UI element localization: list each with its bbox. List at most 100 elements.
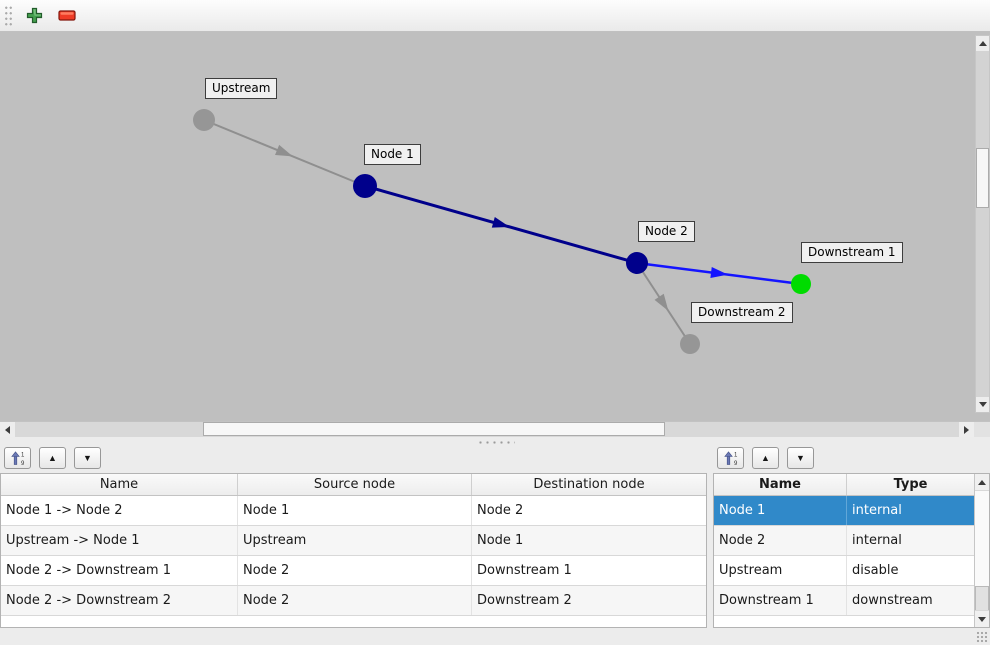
canvas-horizontal-scrollbar[interactable] [0, 421, 990, 437]
splitter-grip-icon [475, 438, 515, 444]
move-up-icon: ▲ [761, 453, 770, 463]
edges-move-down-button[interactable]: ▼ [74, 447, 101, 469]
scroll-up-button[interactable] [976, 36, 989, 51]
window-resize-grip[interactable] [976, 631, 988, 643]
table-row[interactable]: Upstream -> Node 1 Upstream Node 1 [1, 526, 706, 556]
cell-destination[interactable]: Node 2 [477, 503, 524, 518]
edges-panel: 1 9 ▲ ▼ Name Source node Destination nod… [0, 445, 710, 628]
edge-arrow-icon [275, 144, 293, 157]
nodes-sort-button[interactable]: 1 9 [717, 447, 744, 469]
horizontal-scroll-track[interactable] [15, 422, 959, 437]
svg-text:9: 9 [734, 461, 738, 466]
triangle-down-icon [978, 616, 987, 622]
table-row[interactable]: Node 2 internal [714, 526, 975, 556]
scrollbar-corner [974, 422, 990, 437]
cell-name[interactable]: Downstream 1 [714, 586, 847, 615]
svg-text:1: 1 [21, 452, 25, 458]
nodes-panel: 1 9 ▲ ▼ Name Type Node 1 internal Node 2 [710, 445, 990, 628]
svg-text:1: 1 [734, 452, 738, 458]
graph-node-upstream[interactable] [193, 109, 215, 131]
cell-name[interactable]: Node 2 [714, 526, 847, 555]
svg-text:9: 9 [21, 461, 25, 466]
sort-ascending-icon: 1 9 [723, 450, 738, 466]
cell-name[interactable]: Node 1 -> Node 2 [1, 496, 238, 525]
sort-ascending-icon: 1 9 [10, 450, 25, 466]
remove-button[interactable] [53, 3, 81, 29]
cell-type[interactable]: internal [852, 533, 902, 548]
scroll-down-button[interactable] [976, 397, 989, 412]
triangle-left-icon [5, 425, 10, 434]
edge-arrow-icon [654, 293, 669, 312]
graph-node-node2[interactable] [626, 252, 648, 274]
main-toolbar [0, 0, 990, 32]
cell-name[interactable]: Upstream -> Node 1 [1, 526, 238, 555]
column-header-source-node[interactable]: Source node [238, 474, 472, 495]
panel-splitter[interactable] [0, 437, 990, 445]
table-row[interactable]: Node 1 -> Node 2 Node 1 Node 2 [1, 496, 706, 526]
edges-table-header: Name Source node Destination node [1, 474, 706, 496]
table-row[interactable]: Node 2 -> Downstream 1 Node 2 Downstream… [1, 556, 706, 586]
edges-move-up-button[interactable]: ▲ [39, 447, 66, 469]
edge-arrow-icon [491, 217, 510, 228]
cell-source[interactable]: Upstream [238, 526, 472, 555]
node-label-downstream1[interactable]: Downstream 1 [801, 242, 903, 263]
table-row[interactable]: Downstream 1 downstream [714, 586, 975, 616]
column-header-name[interactable]: Name [1, 474, 238, 495]
node-label-downstream2[interactable]: Downstream 2 [691, 302, 793, 323]
empty-row [714, 616, 975, 627]
bottom-panels: 1 9 ▲ ▼ Name Source node Destination nod… [0, 445, 990, 628]
edges-sort-button[interactable]: 1 9 [4, 447, 31, 469]
horizontal-scroll-thumb[interactable] [203, 422, 665, 436]
graph-node-node1[interactable] [353, 174, 377, 198]
triangle-right-icon [964, 425, 969, 434]
vertical-scroll-thumb[interactable] [976, 148, 989, 208]
scroll-up-button[interactable] [975, 474, 989, 491]
canvas-vertical-scrollbar[interactable] [975, 35, 990, 413]
edges-table: Name Source node Destination node Node 1… [0, 473, 707, 628]
plus-icon [26, 7, 42, 24]
nodes-table: Name Type Node 1 internal Node 2 interna… [713, 473, 990, 628]
graph-node-downstream1[interactable] [791, 274, 811, 294]
toolbar-grip-handle[interactable] [3, 3, 12, 28]
column-header-type[interactable]: Type [893, 477, 928, 492]
cell-destination[interactable]: Downstream 1 [477, 563, 572, 578]
cell-source[interactable]: Node 2 [238, 556, 472, 585]
scroll-down-button[interactable] [975, 610, 989, 627]
cell-name[interactable]: Node 1 [714, 496, 847, 525]
cell-type[interactable]: disable [852, 563, 899, 578]
move-down-icon: ▼ [796, 453, 805, 463]
add-button[interactable] [20, 3, 48, 29]
window-bottom-strip [0, 628, 990, 645]
cell-type[interactable]: downstream [852, 593, 933, 608]
triangle-down-icon [978, 402, 987, 407]
cell-destination[interactable]: Node 1 [477, 533, 524, 548]
graph-node-downstream2[interactable] [680, 334, 700, 354]
table-row[interactable]: Node 2 -> Downstream 2 Node 2 Downstream… [1, 586, 706, 616]
nodes-move-up-button[interactable]: ▲ [752, 447, 779, 469]
edges-toolbar: 1 9 ▲ ▼ [0, 447, 710, 470]
cell-type[interactable]: internal [852, 503, 902, 518]
table-row[interactable]: Upstream disable [714, 556, 975, 586]
cell-name[interactable]: Node 2 -> Downstream 1 [1, 556, 238, 585]
node-label-node1[interactable]: Node 1 [364, 144, 421, 165]
table-row[interactable]: Node 1 internal [714, 496, 975, 526]
node-label-upstream[interactable]: Upstream [205, 78, 278, 99]
cell-name[interactable]: Upstream [714, 556, 847, 585]
cell-source[interactable]: Node 1 [238, 496, 472, 525]
nodes-toolbar: 1 9 ▲ ▼ [713, 447, 990, 470]
empty-row [1, 616, 706, 627]
scroll-left-button[interactable] [0, 422, 15, 437]
scroll-right-button[interactable] [959, 422, 974, 437]
node-label-node2[interactable]: Node 2 [638, 221, 695, 242]
nodes-move-down-button[interactable]: ▼ [787, 447, 814, 469]
graph-svg [193, 109, 811, 354]
cell-source[interactable]: Node 2 [238, 586, 472, 615]
nodes-table-scrollbar[interactable] [974, 474, 989, 627]
vertical-scroll-thumb[interactable] [975, 586, 989, 612]
cell-name[interactable]: Node 2 -> Downstream 2 [1, 586, 238, 615]
cell-destination[interactable]: Downstream 2 [477, 593, 572, 608]
column-header-destination-node[interactable]: Destination node [533, 477, 645, 492]
column-header-name[interactable]: Name [714, 474, 847, 495]
nodes-table-header: Name Type [714, 474, 975, 496]
